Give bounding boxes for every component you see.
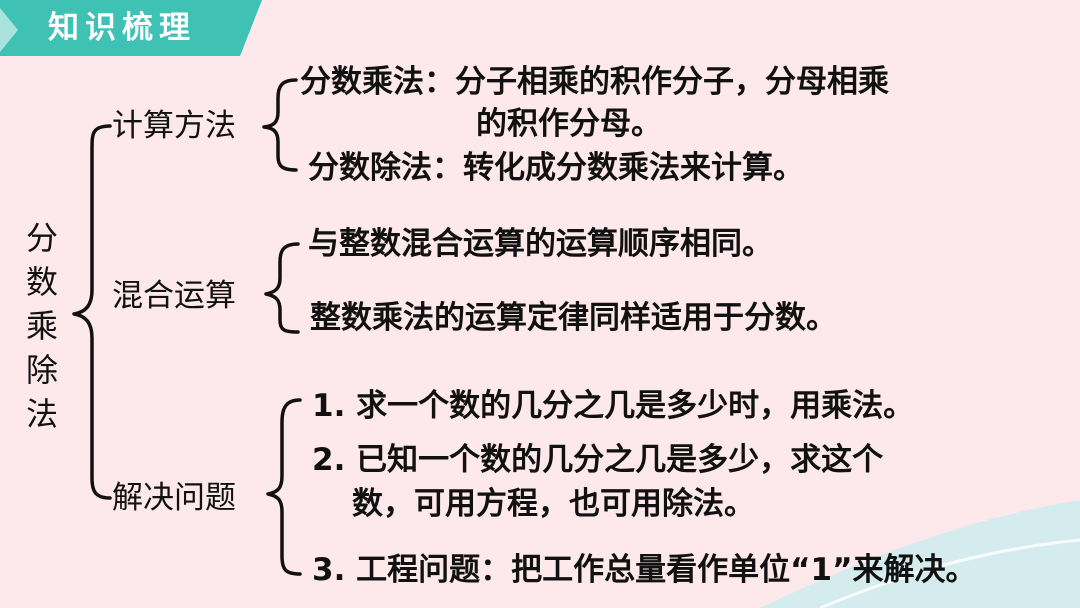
item-problem-2-line1: 2. 已知一个数的几分之几是多少，求这个 (312, 442, 884, 478)
item-multiply-line2: 的积作分母。 (476, 106, 662, 142)
item-divide: 分数除法：转化成分数乘法来计算。 (308, 150, 804, 186)
item-multiply-line1: 分数乘法：分子相乘的积作分子，分母相乘 (300, 64, 889, 100)
item-laws: 整数乘法的运算定律同样适用于分数。 (310, 300, 837, 336)
item-problem-2-line2: 数，可用方程，也可用除法。 (352, 486, 755, 522)
banner-shape (0, 0, 262, 56)
item-problem-3: 3. 工程问题：把工作总量看作单位“1”来解决。 (312, 552, 977, 588)
section-label-solve: 解决问题 (112, 480, 236, 516)
item-order: 与整数混合运算的运算顺序相同。 (308, 226, 773, 262)
root-label: 分数乘除法 (25, 219, 58, 433)
section-label-calc: 计算方法 (112, 108, 236, 144)
page-title: 知识梳理 (48, 10, 196, 46)
item-problem-1: 1. 求一个数的几分之几是多少时，用乘法。 (312, 388, 915, 424)
section-label-mixed: 混合运算 (112, 278, 236, 314)
